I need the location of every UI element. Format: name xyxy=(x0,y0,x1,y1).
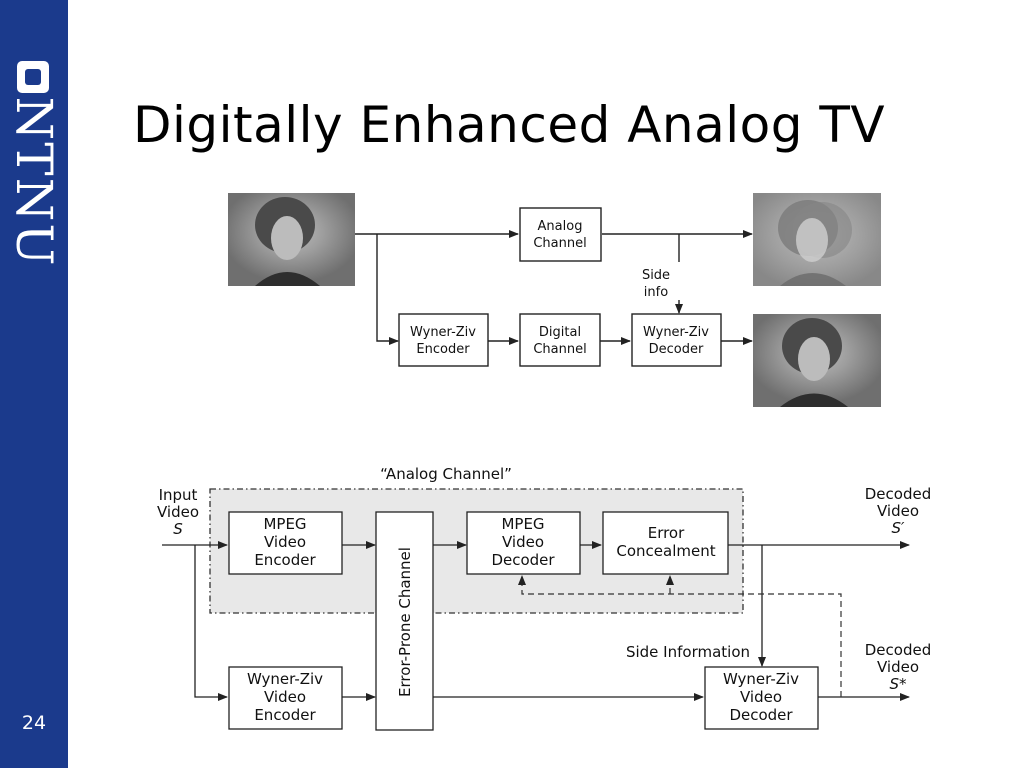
analog-channel-label-2: Channel xyxy=(533,236,586,251)
decoded-top-label-2: Video xyxy=(877,502,919,520)
mpeg-decoder-label-2: Video xyxy=(502,533,544,551)
analog-channel-box xyxy=(519,207,602,262)
top-connectors xyxy=(355,230,753,345)
analog-channel-label-1: Analog xyxy=(538,219,583,234)
decoded-bottom-label-1: Decoded xyxy=(865,641,931,659)
ntnu-logo-icon xyxy=(17,61,49,93)
wz-decoder-label-1: Wyner-Ziv xyxy=(643,325,709,340)
wz-video-encoder-label-3: Encoder xyxy=(254,706,316,724)
decoded-top-label-1: Decoded xyxy=(865,485,931,503)
wz-decoder-label-2: Decoder xyxy=(649,342,704,357)
wz-video-decoder-box xyxy=(704,666,819,730)
input-label-2: Video xyxy=(157,503,199,521)
wz-encoder-label-2: Encoder xyxy=(416,342,470,357)
mpeg-encoder-label-1: MPEG xyxy=(263,515,306,533)
mpeg-decoder-label-1: MPEG xyxy=(501,515,544,533)
error-prone-channel-label: Error-Prone Channel xyxy=(396,547,414,697)
mpeg-decoder-label-3: Decoder xyxy=(491,551,555,569)
input-label-3: S xyxy=(173,520,183,538)
error-prone-channel-box xyxy=(375,511,434,731)
page-number: 24 xyxy=(21,712,47,734)
wz-video-decoder-label-2: Video xyxy=(740,688,782,706)
error-concealment-label-1: Error xyxy=(648,524,685,542)
analog-channel-region-label: “Analog Channel” xyxy=(380,465,512,483)
wz-decoder-box xyxy=(631,313,722,367)
wz-encoder-box xyxy=(398,313,489,367)
wz-video-encoder-box xyxy=(228,666,343,730)
analog-output-image xyxy=(753,193,881,286)
enhanced-output-image xyxy=(753,314,881,407)
wz-video-encoder-label-1: Wyner-Ziv xyxy=(247,670,323,688)
top-diagram: Analog Channel Side info Wyner-Ziv Encod… xyxy=(228,193,881,407)
side-info-label-1: Side xyxy=(642,268,670,283)
side-info-label-2: info xyxy=(644,285,668,300)
decoded-bottom-label-2: Video xyxy=(877,658,919,676)
wz-video-decoder-label-3: Decoder xyxy=(729,706,793,724)
digital-channel-box xyxy=(519,313,601,367)
wz-encoder-label-1: Wyner-Ziv xyxy=(410,325,476,340)
decoded-top-label-3: S′ xyxy=(892,519,906,537)
sidebar: NTNU 24 xyxy=(0,0,68,768)
wz-video-encoder-label-2: Video xyxy=(264,688,306,706)
input-label-1: Input xyxy=(159,486,198,504)
mpeg-decoder-box xyxy=(466,511,581,575)
error-concealment-label-2: Concealment xyxy=(616,542,715,560)
bottom-connectors xyxy=(162,541,910,701)
slide-title: Digitally Enhanced Analog TV xyxy=(133,96,886,154)
error-concealment-box xyxy=(602,511,729,575)
feedback-dashed xyxy=(518,575,842,697)
mpeg-encoder-box xyxy=(228,511,343,575)
digital-channel-label-1: Digital xyxy=(539,325,581,340)
wz-video-decoder-label-1: Wyner-Ziv xyxy=(723,670,799,688)
bottom-diagram: “Analog Channel” Input Video S MPEG Vide… xyxy=(157,465,931,731)
decoded-bottom-label-3: S* xyxy=(889,675,907,693)
mpeg-encoder-label-3: Encoder xyxy=(254,551,316,569)
mpeg-encoder-label-2: Video xyxy=(264,533,306,551)
side-information-label: Side Information xyxy=(626,643,750,661)
input-image xyxy=(228,193,355,286)
digital-channel-label-2: Channel xyxy=(533,342,586,357)
